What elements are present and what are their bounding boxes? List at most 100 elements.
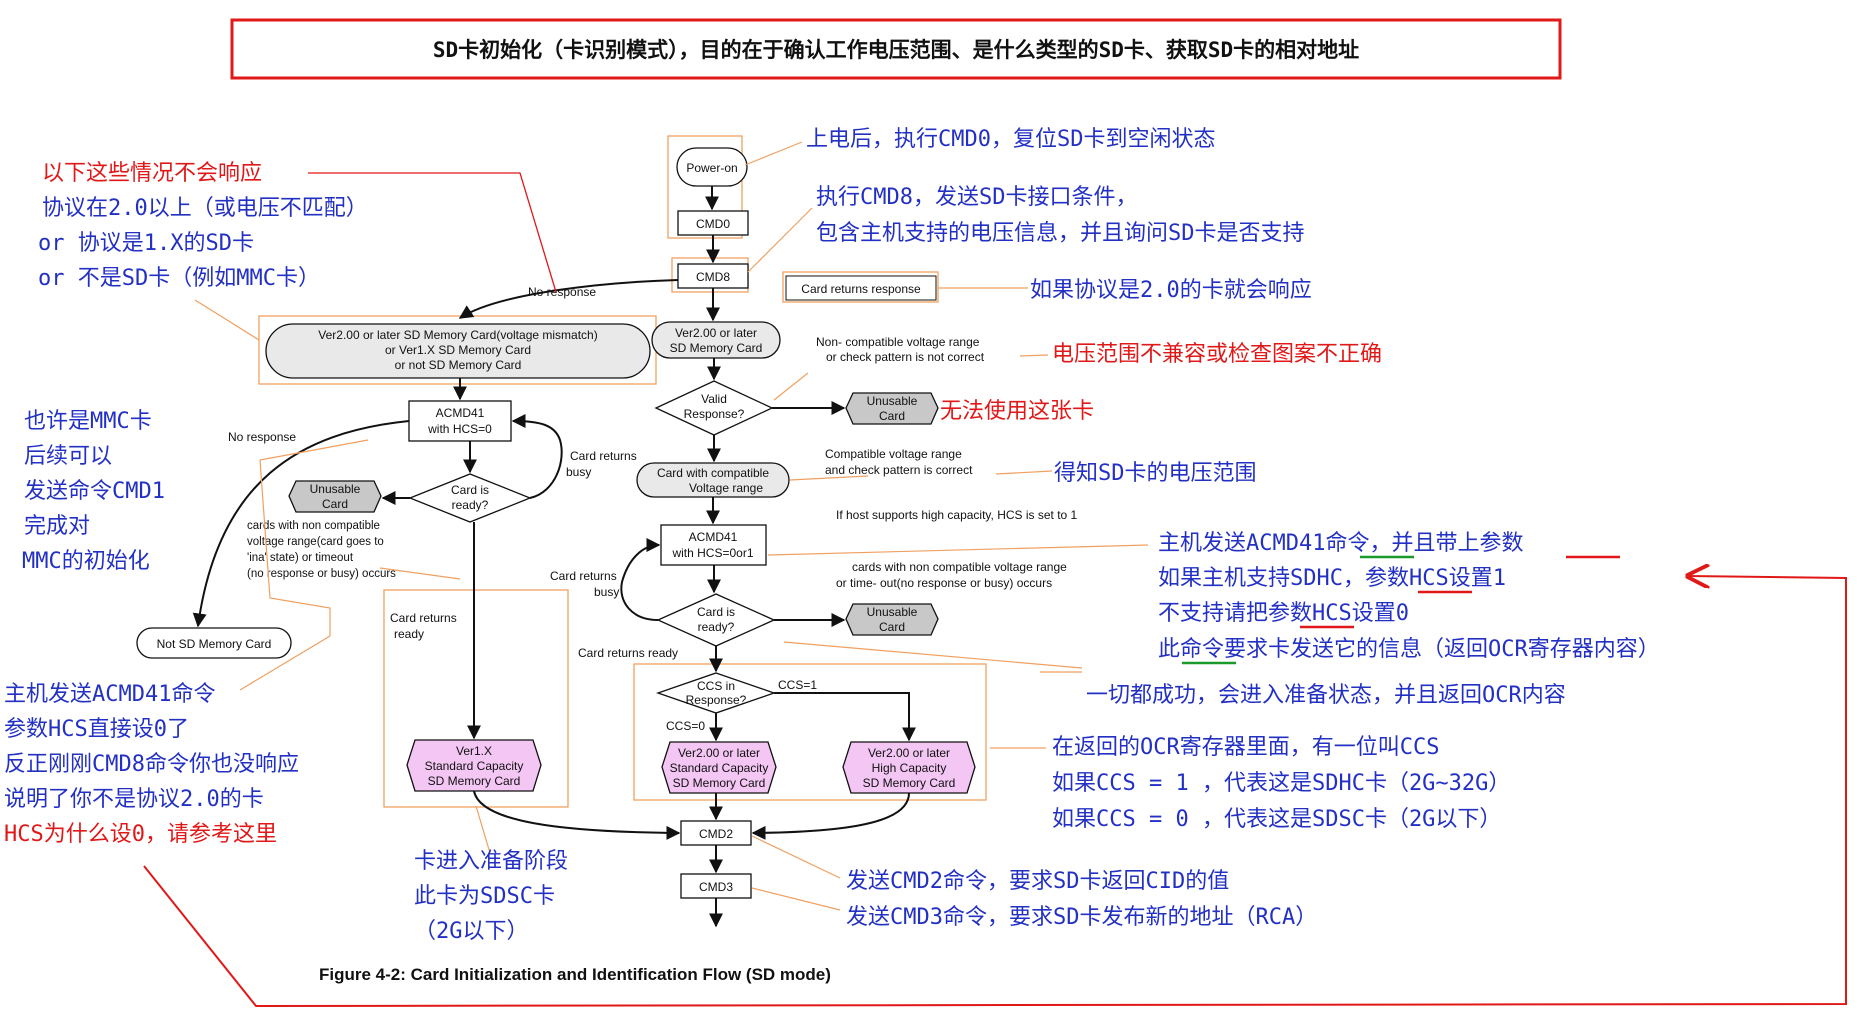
edge-card-returns-response: Card returns response (801, 282, 921, 296)
ver2-high-line3: SD Memory Card (863, 776, 956, 790)
acmd41-right-node (660, 524, 767, 566)
not-sd-card-label: Not SD Memory Card (157, 637, 272, 651)
unusable-card-2-line1: Unusable (867, 605, 918, 619)
card-returns-response-box (785, 275, 937, 301)
edge-card-returns-ready-left-line2: ready (394, 627, 424, 641)
note-case-3: or 不是SD卡（例如MMC卡） (38, 266, 320, 291)
red-reference-arrow (143, 576, 1847, 1008)
edge-non-compatible-cards-right-line1: cards with non compatible voltage range (852, 560, 1067, 574)
edge-non-compatible-line2: or check pattern is not correct (826, 350, 985, 364)
leader-lines (194, 141, 1149, 911)
unusable-card-3-line1: Unusable (310, 482, 361, 496)
edge-non-compatible-line1: Non- compatible voltage range (816, 335, 980, 349)
ccs-response-line2: Response? (686, 693, 747, 707)
ver1x-standard-line1: Ver1.X (456, 744, 492, 758)
edge-card-returns-busy-left-line2: busy (566, 465, 591, 479)
ver2-standard-line3: SD Memory Card (673, 776, 766, 790)
acmd41-left-line1: ACMD41 (436, 406, 485, 420)
edge-card-returns-busy-right-line1: Card returns (550, 569, 617, 583)
note-ccs-line3: 如果CCS = 0 ，代表这是SDSC卡（2G以下） (1052, 807, 1501, 832)
note-voltage-range: 得知SD卡的电压范围 (1054, 461, 1257, 486)
note-cmd2: 发送CMD2命令，要求SD卡返回CID的值 (846, 869, 1229, 894)
note-acmd41-line2: 如果主机支持SDHC，参数HCS设置1 (1158, 566, 1506, 591)
cmd8-node (677, 263, 749, 289)
note-sdsc-line3: （2G以下） (414, 919, 529, 944)
no-response-group-line2: or Ver1.X SD Memory Card (385, 343, 531, 357)
unusable-card-3-line2: Card (322, 497, 348, 511)
note-ccs-line2: 如果CCS = 1 ，代表这是SDHC卡（2G~32G） (1052, 771, 1510, 796)
note-cmd8-line1: 执行CMD8，发送SD卡接口条件， (816, 185, 1137, 210)
edge-card-returns-ready-left-line1: Card returns (390, 611, 457, 625)
note-cmd3: 发送CMD3命令，要求SD卡发布新的地址（RCA） (846, 905, 1317, 930)
ver2-high-node (842, 741, 976, 794)
acmd41-right-line2: with HCS=0or1 (671, 546, 753, 560)
red-leader-no-response (308, 172, 557, 293)
edge-non-compatible-cards-left-line1: cards with non compatible (247, 520, 380, 532)
note-acmd41-line1: 主机发送ACMD41命令，并且带上参数 (1158, 531, 1523, 556)
title-banner (230, 18, 1562, 80)
cmd2-node (680, 820, 752, 846)
unusable-card-2-line2: Card (879, 620, 905, 634)
note-sdsc-line2: 此卡为SDSC卡 (414, 884, 555, 909)
compatible-voltage-line1: Card with compatible (657, 466, 769, 480)
valid-response-line1: Valid (701, 392, 727, 406)
edge-non-compatible-cards-left-line3: 'ina' state) or timeout (247, 552, 354, 564)
ver2-standard-node (661, 741, 777, 794)
edge-card-returns-busy-right-line2: busy (594, 585, 619, 599)
cmd8-label: CMD8 (696, 270, 730, 284)
no-response-group-line1: Ver2.00 or later SD Memory Card(voltage … (318, 328, 597, 342)
note-case-1: 协议在2.0以上（或电压不匹配） (42, 196, 368, 221)
no-response-group-node (265, 323, 651, 379)
valid-response-line2: Response? (684, 407, 745, 421)
no-response-group-line3: or not SD Memory Card (395, 358, 522, 372)
figure-caption: Figure 4-2: Card Initialization and Iden… (319, 965, 831, 984)
note-hcs0-line1: 主机发送ACMD41命令 (4, 682, 215, 707)
note-ready: 一切都成功，会进入准备状态，并且返回OCR内容 (1086, 683, 1566, 708)
edge-hcs-note: If host supports high capacity, HCS is s… (836, 508, 1078, 522)
edge-no-response-acmd41: No response (228, 430, 296, 444)
unusable-card-3-node (288, 480, 382, 513)
note-voltage-error: 电压范围不兼容或检查图案不正确 (1052, 342, 1382, 367)
note-acmd41-line3: 不支持请把参数HCS设置0 (1158, 601, 1409, 626)
unusable-card-1-node (845, 392, 939, 425)
card-ready-left-line1: Card is (451, 483, 489, 497)
note-hcs0-line4: 说明了你不是协议2.0的卡 (4, 787, 264, 812)
ver2-card-line1: Ver2.00 or later (675, 326, 757, 340)
title-text: SD卡初始化（卡识别模式），目的在于确认工作电压范围、是什么类型的SD卡、获取S… (433, 38, 1359, 62)
note-power-on: 上电后，执行CMD0，复位SD卡到空闲状态 (806, 127, 1215, 152)
edge-card-returns-ready-right: Card returns ready (578, 646, 678, 660)
note-acmd41-line4: 此命令要求卡发送它的信息（返回OCR寄存器内容） (1158, 637, 1660, 662)
note-unusable: 无法使用这张卡 (940, 399, 1094, 424)
note-ccs-line1: 在返回的OCR寄存器里面，有一位叫CCS (1052, 735, 1439, 760)
response-highlight (782, 271, 939, 303)
acmd41-right-line1: ACMD41 (689, 530, 738, 544)
ccs-highlight (633, 663, 987, 801)
ver2-card-line2: SD Memory Card (670, 341, 763, 355)
note-mmc-line4: 完成对 (24, 514, 90, 539)
ver2-standard-line1: Ver2.00 or later (678, 746, 760, 760)
ver2-card-node (651, 321, 781, 359)
card-ready-left-diamond (408, 473, 532, 523)
edge-ccs-0: CCS=0 (666, 719, 705, 733)
note-response: 如果协议是2.0的卡就会响应 (1030, 278, 1312, 303)
note-hcs0-line2: 参数HCS直接设0了 (4, 717, 189, 742)
cmd3-label: CMD3 (699, 880, 733, 894)
power-on-highlight (667, 135, 743, 239)
unusable-card-1-line2: Card (879, 409, 905, 423)
edge-no-response-cmd8: No response (528, 285, 596, 299)
ver1x-standard-node (406, 739, 542, 792)
edge-compatible-line1: Compatible voltage range (825, 447, 962, 461)
edge-card-returns-busy-left-line1: Card returns (570, 449, 637, 463)
power-on-label: Power-on (686, 161, 737, 175)
note-mmc-line5: MMC的初始化 (22, 549, 150, 574)
not-sd-card-node (136, 627, 292, 659)
ver2-high-line2: High Capacity (872, 761, 947, 775)
note-no-response-cases: 以下这些情况不会响应 (42, 161, 262, 186)
edge-ccs-1: CCS=1 (778, 678, 817, 692)
cmd2-label: CMD2 (699, 827, 733, 841)
acmd41-left-node (408, 400, 512, 442)
underline-highlights (1182, 555, 1620, 665)
cmd0-label: CMD0 (696, 217, 730, 231)
card-ready-right-line1: Card is (697, 605, 735, 619)
